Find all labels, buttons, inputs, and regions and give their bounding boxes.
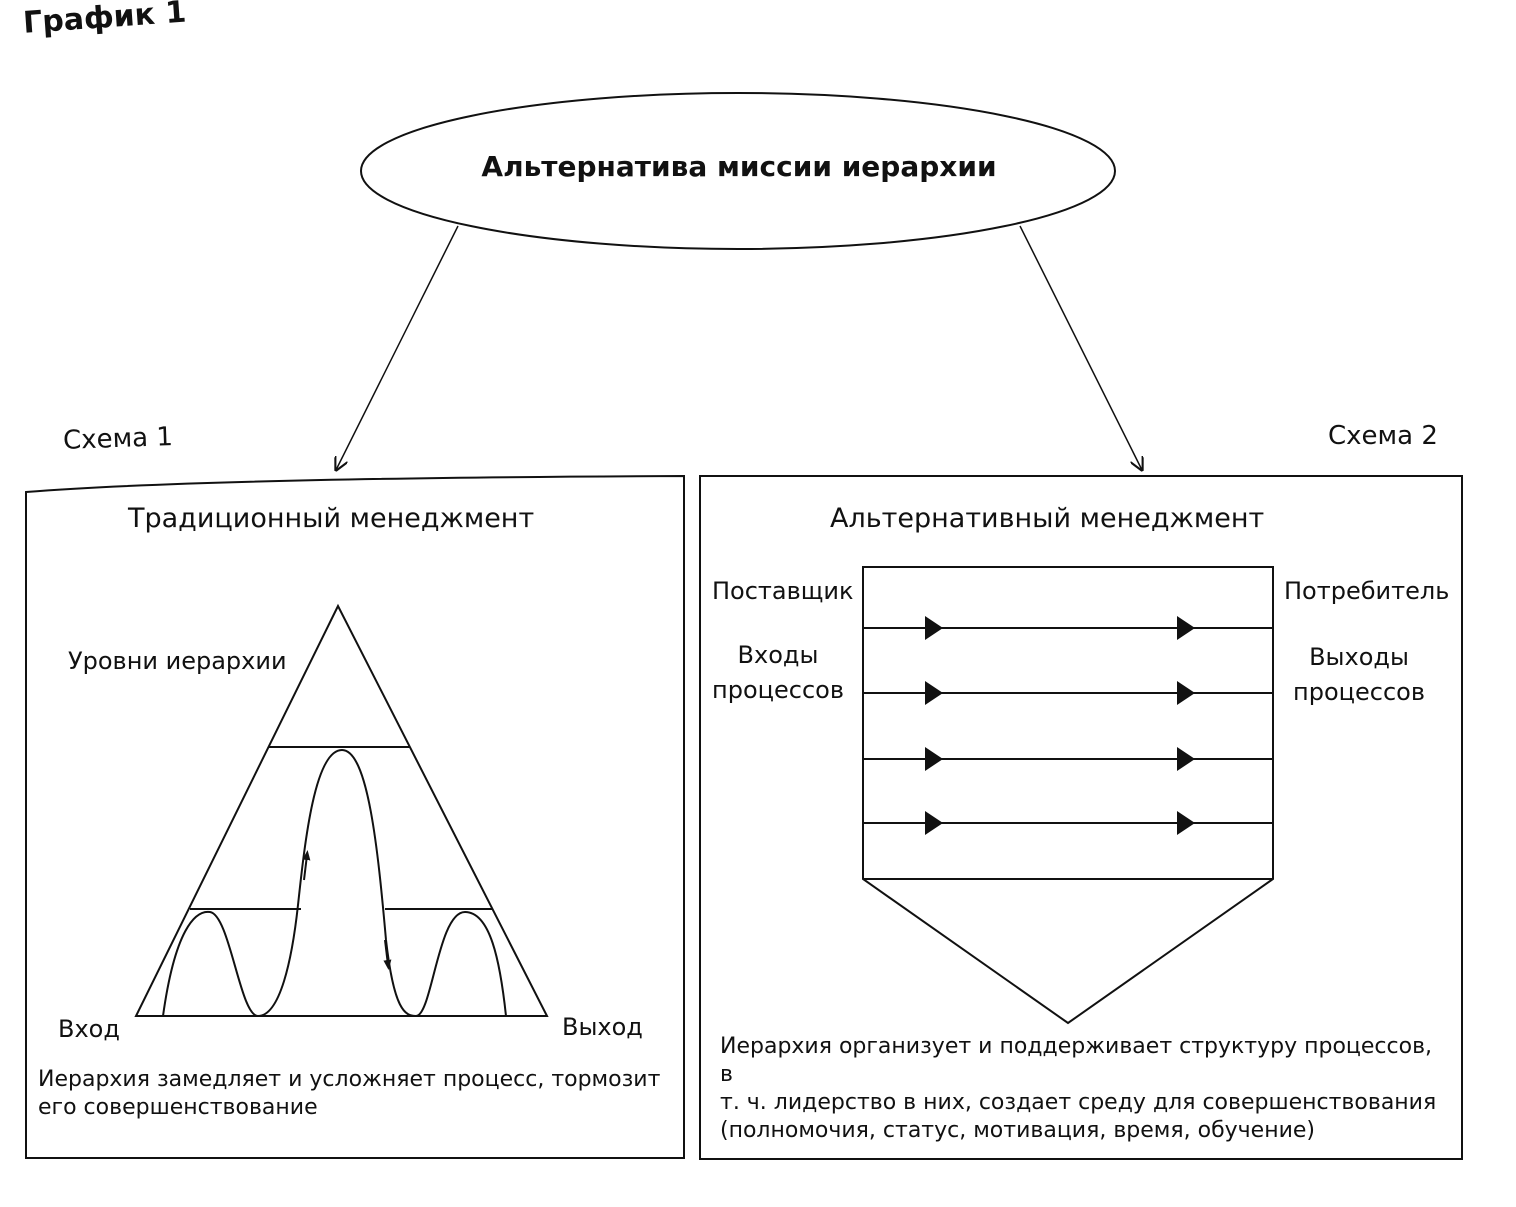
process-arrowhead (925, 747, 943, 771)
scheme2-caption: Схема 2 (1328, 421, 1438, 451)
process-inputs-label: Входы процессов (708, 638, 848, 708)
scheme1-caption: Схема 1 (62, 422, 174, 456)
process-inputs-line: процессов (712, 676, 844, 704)
hierarchy-levels-label: Уровни иерархии (68, 647, 287, 675)
flow-down-arrow (383, 939, 392, 970)
scheme2-note-line: т. ч. лидерство в них, создает среду для… (720, 1090, 1437, 1115)
process-arrowhead (925, 616, 943, 640)
arrow-to-scheme2 (1019, 225, 1142, 470)
process-outputs-line: Выходы (1309, 643, 1409, 671)
scheme2-note-line: (полномочия, статус, мотивация, время, о… (720, 1118, 1315, 1143)
scheme1-note-line: Иерархия замедляет и усложняет процесс, … (38, 1067, 661, 1092)
supplier-label: Поставщик (712, 577, 854, 605)
process-arrowhead (1177, 616, 1195, 640)
process-arrowhead (1177, 681, 1195, 705)
process-arrowhead (925, 681, 943, 705)
hierarchy-pyramid (134, 603, 549, 1017)
process-flow-wave (162, 748, 507, 1018)
scheme2-note-line: Иерархия организует и поддерживает струк… (720, 1034, 1433, 1087)
process-outputs-label: Выходы процессов (1288, 640, 1430, 710)
scheme1-title: Традиционный менеджмент (128, 503, 535, 534)
output-label: Выход (562, 1013, 643, 1041)
scheme1-panel (25, 474, 685, 1159)
root-node-label: Альтернатива миссии иерархии (481, 150, 997, 183)
consumer-label: Потребитель (1284, 577, 1450, 605)
arrow-to-scheme1 (336, 225, 459, 470)
process-arrowhead (1177, 747, 1195, 771)
process-lines-group (863, 616, 1273, 835)
scheme2-panel (699, 475, 1463, 1160)
process-arrowhead (925, 811, 943, 835)
scheme1-note: Иерархия замедляет и усложняет процесс, … (38, 1066, 668, 1122)
process-arrowhead (1177, 811, 1195, 835)
process-inputs-line: Входы (737, 641, 819, 669)
root-node-ellipse (360, 92, 1116, 250)
scheme2-note: Иерархия организует и поддерживает струк… (720, 1033, 1450, 1145)
process-structure-shape (862, 566, 1274, 1025)
scheme1-note-line: его совершенствование (38, 1095, 318, 1120)
scheme2-title: Альтернативный менеджмент (830, 503, 1265, 534)
process-outputs-line: процессов (1293, 678, 1425, 706)
input-label: Вход (58, 1015, 120, 1043)
flow-up-arrow (302, 850, 311, 881)
